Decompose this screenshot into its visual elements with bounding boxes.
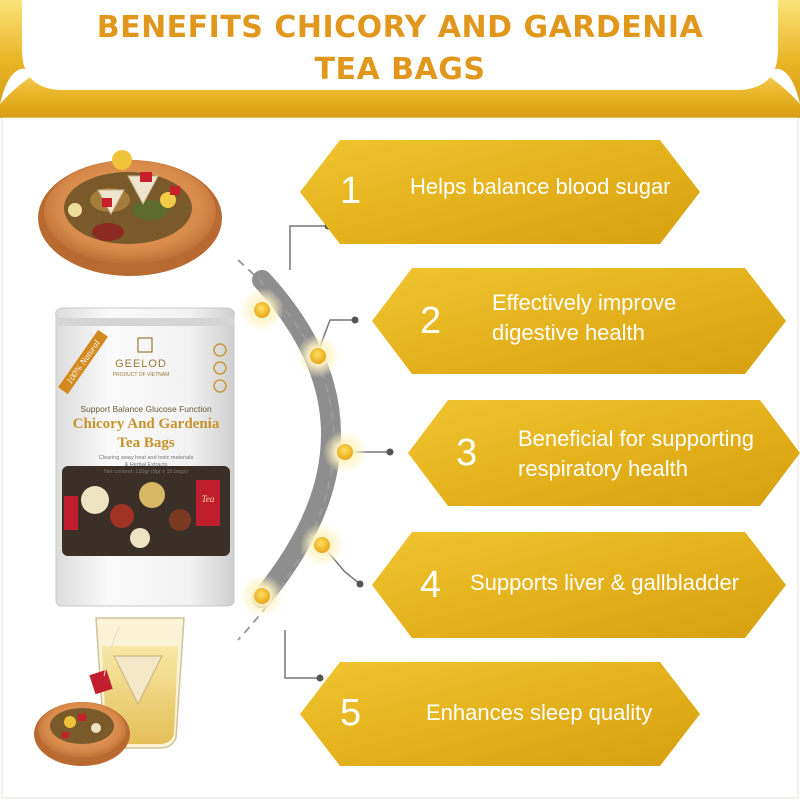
benefit-5-number: 5 [340, 692, 362, 734]
benefit-2-text-line2: digestive health [492, 320, 645, 345]
herb-bowl-top [38, 150, 222, 276]
pouch-desc-line1: Clearing away heat and toxic materials [98, 455, 194, 461]
arc-nodes [240, 288, 367, 618]
benefit-1-text-line1: Helps balance blood sugar [410, 174, 671, 199]
page-title-line2: TEA BAGS [314, 52, 486, 87]
pouch-net-content: Net content: 120gr (8gr x 15 bags) [104, 469, 188, 475]
benefit-3-number: 3 [456, 432, 478, 474]
header-banner [0, 0, 800, 118]
pouch-desc-line2: & Herbal Extracts [124, 462, 168, 468]
benefit-4-text-line1: Supports liver & gallbladder [470, 570, 740, 595]
pouch-brand-sub: PRODUCT OF VIETNAM [112, 372, 170, 378]
pouch-tea-label: Tea [201, 494, 215, 504]
benefit-2-number: 2 [420, 300, 442, 342]
pouch-name-line2: Tea Bags [117, 435, 175, 451]
benefit-2-text-line1: Effectively improve [492, 290, 677, 315]
benefit-3-text-line2: respiratory health [518, 456, 688, 481]
pouch-tagline: Support Balance Glucose Function [80, 404, 212, 414]
pouch-brand: GEELOD [115, 358, 167, 370]
benefit-hexagons [300, 140, 800, 766]
product-pouch [55, 307, 235, 607]
page-title-line1: BENEFITS CHICORY AND GARDENIA [96, 10, 704, 45]
benefit-3-text-line1: Beneficial for supporting [518, 426, 755, 451]
herb-bowl-bottom [34, 702, 130, 766]
benefit-1-number: 1 [340, 170, 362, 212]
benefit-4-number: 4 [420, 564, 442, 606]
page-frame [1, 117, 799, 799]
benefit-5-text-line1: Enhances sleep quality [426, 700, 653, 725]
pouch-name-line1: Chicory And Gardenia [72, 416, 220, 432]
